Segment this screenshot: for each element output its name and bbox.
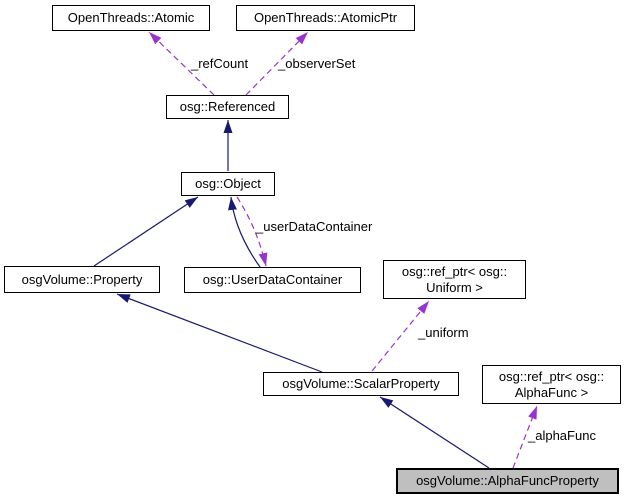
node-osg-object[interactable]: osg::Object [181,172,275,196]
edge-inherit-alphafuncproperty-scalarproperty [379,396,490,469]
node-label: osgVolume::Property [21,271,143,287]
edge-label-refcount: _refCount [191,56,249,71]
node-osg-referenced[interactable]: osg::Referenced [166,95,289,119]
node-label: osgVolume::ScalarProperty [282,376,440,392]
node-label: osgVolume::AlphaFuncProperty [416,473,599,489]
edge-label-uniform: _uniform [418,325,469,340]
node-osgvolume-scalarproperty[interactable]: osgVolume::ScalarProperty [263,372,459,396]
node-openthreads-atomic[interactable]: OpenThreads::Atomic [52,5,210,31]
node-openthreads-atomicptr[interactable]: OpenThreads::AtomicPtr [236,5,415,31]
node-label: OpenThreads::AtomicPtr [253,10,398,26]
node-label: osg::Object [195,176,261,192]
node-osg-userdatacontainer[interactable]: osg::UserDataContainer [184,267,361,293]
edge-inherit-property-object [93,196,199,267]
node-label-line2: Uniform > [426,279,483,295]
node-label: osg::Referenced [179,99,276,115]
node-label-line2: AlphaFunc > [514,384,589,400]
node-label-line1: osg::ref_ptr< osg:: [498,368,605,384]
node-label: osg::UserDataContainer [202,272,343,288]
node-refptr-uniform[interactable]: osg::ref_ptr< osg:: Uniform > [383,260,526,299]
edge-label-alphafunc: _alphaFunc [528,428,596,443]
edge-label-observerset: _observerSet [278,56,356,71]
node-osgvolume-property[interactable]: osgVolume::Property [4,266,160,293]
edge-inherit-scalarproperty-property [116,293,323,373]
edge-label-userdatacontainer: _userDataContainer [256,219,373,234]
node-refptr-alphafunc[interactable]: osg::ref_ptr< osg:: AlphaFunc > [482,365,621,404]
node-label-line1: osg::ref_ptr< osg:: [401,263,508,279]
node-label: OpenThreads::Atomic [67,10,195,26]
node-osgvolume-alphafuncproperty-current: osgVolume::AlphaFuncProperty [396,468,619,494]
